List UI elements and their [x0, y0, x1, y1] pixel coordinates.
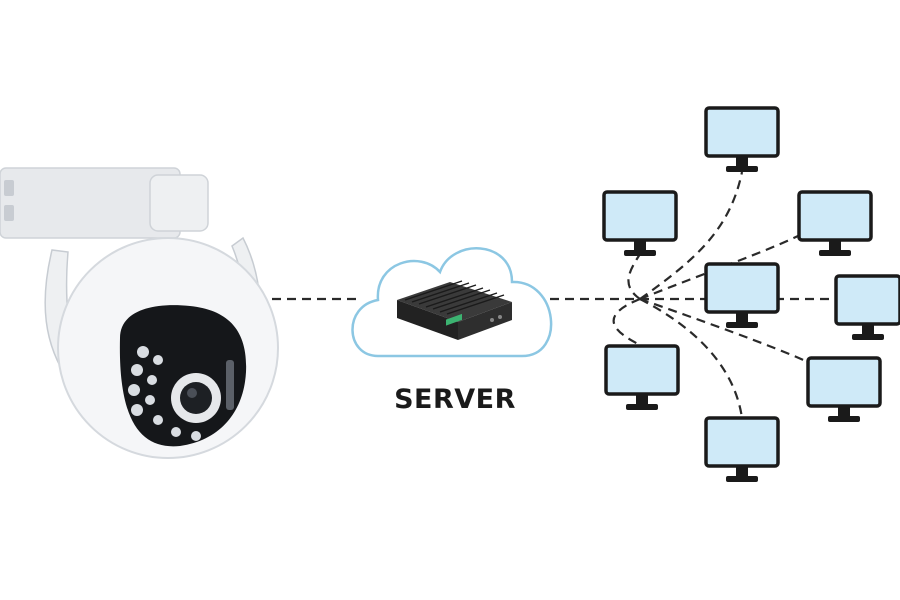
link-hub-lower-right-client: [639, 297, 809, 364]
monitor-icon: [602, 190, 678, 256]
client-monitors: [602, 106, 900, 482]
monitor-icon: [806, 356, 882, 422]
link-hub-lower-left-client: [612, 297, 641, 346]
server-box-icon: [397, 280, 512, 340]
server-label: SERVER: [394, 384, 516, 415]
monitor-icon: [834, 274, 900, 340]
link-hub-bottom-client: [639, 298, 744, 419]
monitor-icon: [704, 416, 780, 482]
link-hub-top-client: [639, 171, 744, 300]
security-camera-icon: [0, 167, 279, 459]
monitor-icon: [604, 344, 680, 410]
monitor-icon: [704, 106, 780, 172]
link-hub-upper-left-client: [627, 253, 641, 300]
monitor-icon: [797, 190, 873, 256]
monitor-icon: [704, 262, 780, 328]
